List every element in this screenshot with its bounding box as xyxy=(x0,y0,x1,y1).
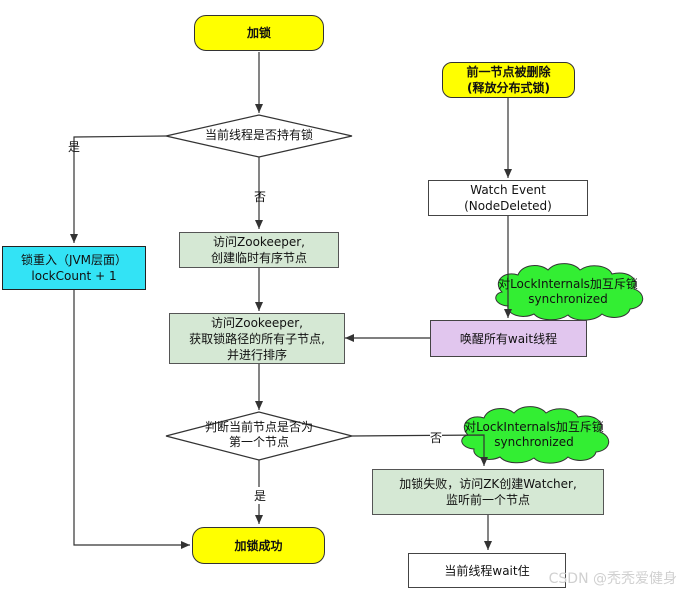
edge-label-yes-down: 是 xyxy=(254,487,267,504)
lock-start-label: 加锁 xyxy=(246,26,271,40)
create-node-line2: 创建临时有序节点 xyxy=(210,251,307,265)
create-node-line1: 访问Zookeeper, xyxy=(213,235,305,249)
lock-success-label: 加锁成功 xyxy=(234,538,283,553)
first-node-line1: 判断当前节点是否为 xyxy=(204,420,313,434)
thread-wait-label: 当前线程wait住 xyxy=(444,563,530,578)
create-node-box: 访问Zookeeper, 创建临时有序节点 xyxy=(179,232,339,268)
prev-deleted-node: 前一节点被删除 (释放分布式锁) xyxy=(442,62,575,98)
first-node-label: 判断当前节点是否为 第一个节点 xyxy=(186,420,332,450)
lock-start-node: 加锁 xyxy=(194,15,324,51)
mutex-cloud-upper-label: 对LockInternals加互斥锁 synchronized xyxy=(488,277,648,307)
cloud1-line1: 对LockInternals加互斥锁 xyxy=(498,277,638,291)
lock-fail-node: 加锁失败，访问ZK创建Watcher, 监听前一个节点 xyxy=(372,469,604,515)
cloud2-line2: synchronized xyxy=(494,435,574,449)
lock-fail-line2: 监听前一个节点 xyxy=(445,493,530,507)
get-children-box: 访问Zookeeper, 获取锁路径的所有子节点, 并进行排序 xyxy=(169,313,345,364)
thread-wait-node: 当前线程wait住 xyxy=(408,553,566,588)
get-children-line1: 访问Zookeeper, xyxy=(211,315,303,330)
edge-label-no-right: 否 xyxy=(430,429,443,446)
watch-event-line1: Watch Event xyxy=(470,183,546,197)
prev-deleted-line1: 前一节点被删除 xyxy=(466,65,551,79)
reentrant-node: 锁重入（JVM层面） lockCount + 1 xyxy=(2,246,146,290)
watermark: CSDN @秃秃爱健身 xyxy=(548,571,677,587)
watch-event-node: Watch Event (NodeDeleted) xyxy=(428,180,588,216)
get-children-line2: 获取锁路径的所有子节点, xyxy=(189,331,325,346)
reentrant-line1: 锁重入（JVM层面） xyxy=(20,253,128,267)
prev-deleted-line2: (释放分布式锁) xyxy=(467,81,550,95)
holds-lock-label: 当前线程是否持有锁 xyxy=(176,128,342,143)
get-children-line3: 并进行排序 xyxy=(226,347,287,362)
first-node-line2: 第一个节点 xyxy=(228,435,289,449)
holds-lock-diamond xyxy=(165,114,353,158)
reentrant-line2: lockCount + 1 xyxy=(31,269,117,283)
edge-label-no-down: 否 xyxy=(254,190,267,204)
mutex-cloud-upper xyxy=(495,263,644,321)
cloud1-line2: synchronized xyxy=(528,292,608,306)
lock-fail-line1: 加锁失败，访问ZK创建Watcher, xyxy=(399,477,577,491)
holds-lock-text: 当前线程是否持有锁 xyxy=(204,128,313,142)
cloud2-line1: 对LockInternals加互斥锁 xyxy=(464,420,604,434)
mutex-cloud-lower xyxy=(461,406,610,464)
edge-label-yes-left: 是 xyxy=(68,140,81,154)
lock-success-node: 加锁成功 xyxy=(192,527,325,564)
watch-event-line2: (NodeDeleted) xyxy=(464,199,552,213)
wake-all-node: 唤醒所有wait线程 xyxy=(430,320,587,357)
wake-all-label: 唤醒所有wait线程 xyxy=(459,331,558,346)
mutex-cloud-lower-label: 对LockInternals加互斥锁 synchronized xyxy=(454,420,614,450)
